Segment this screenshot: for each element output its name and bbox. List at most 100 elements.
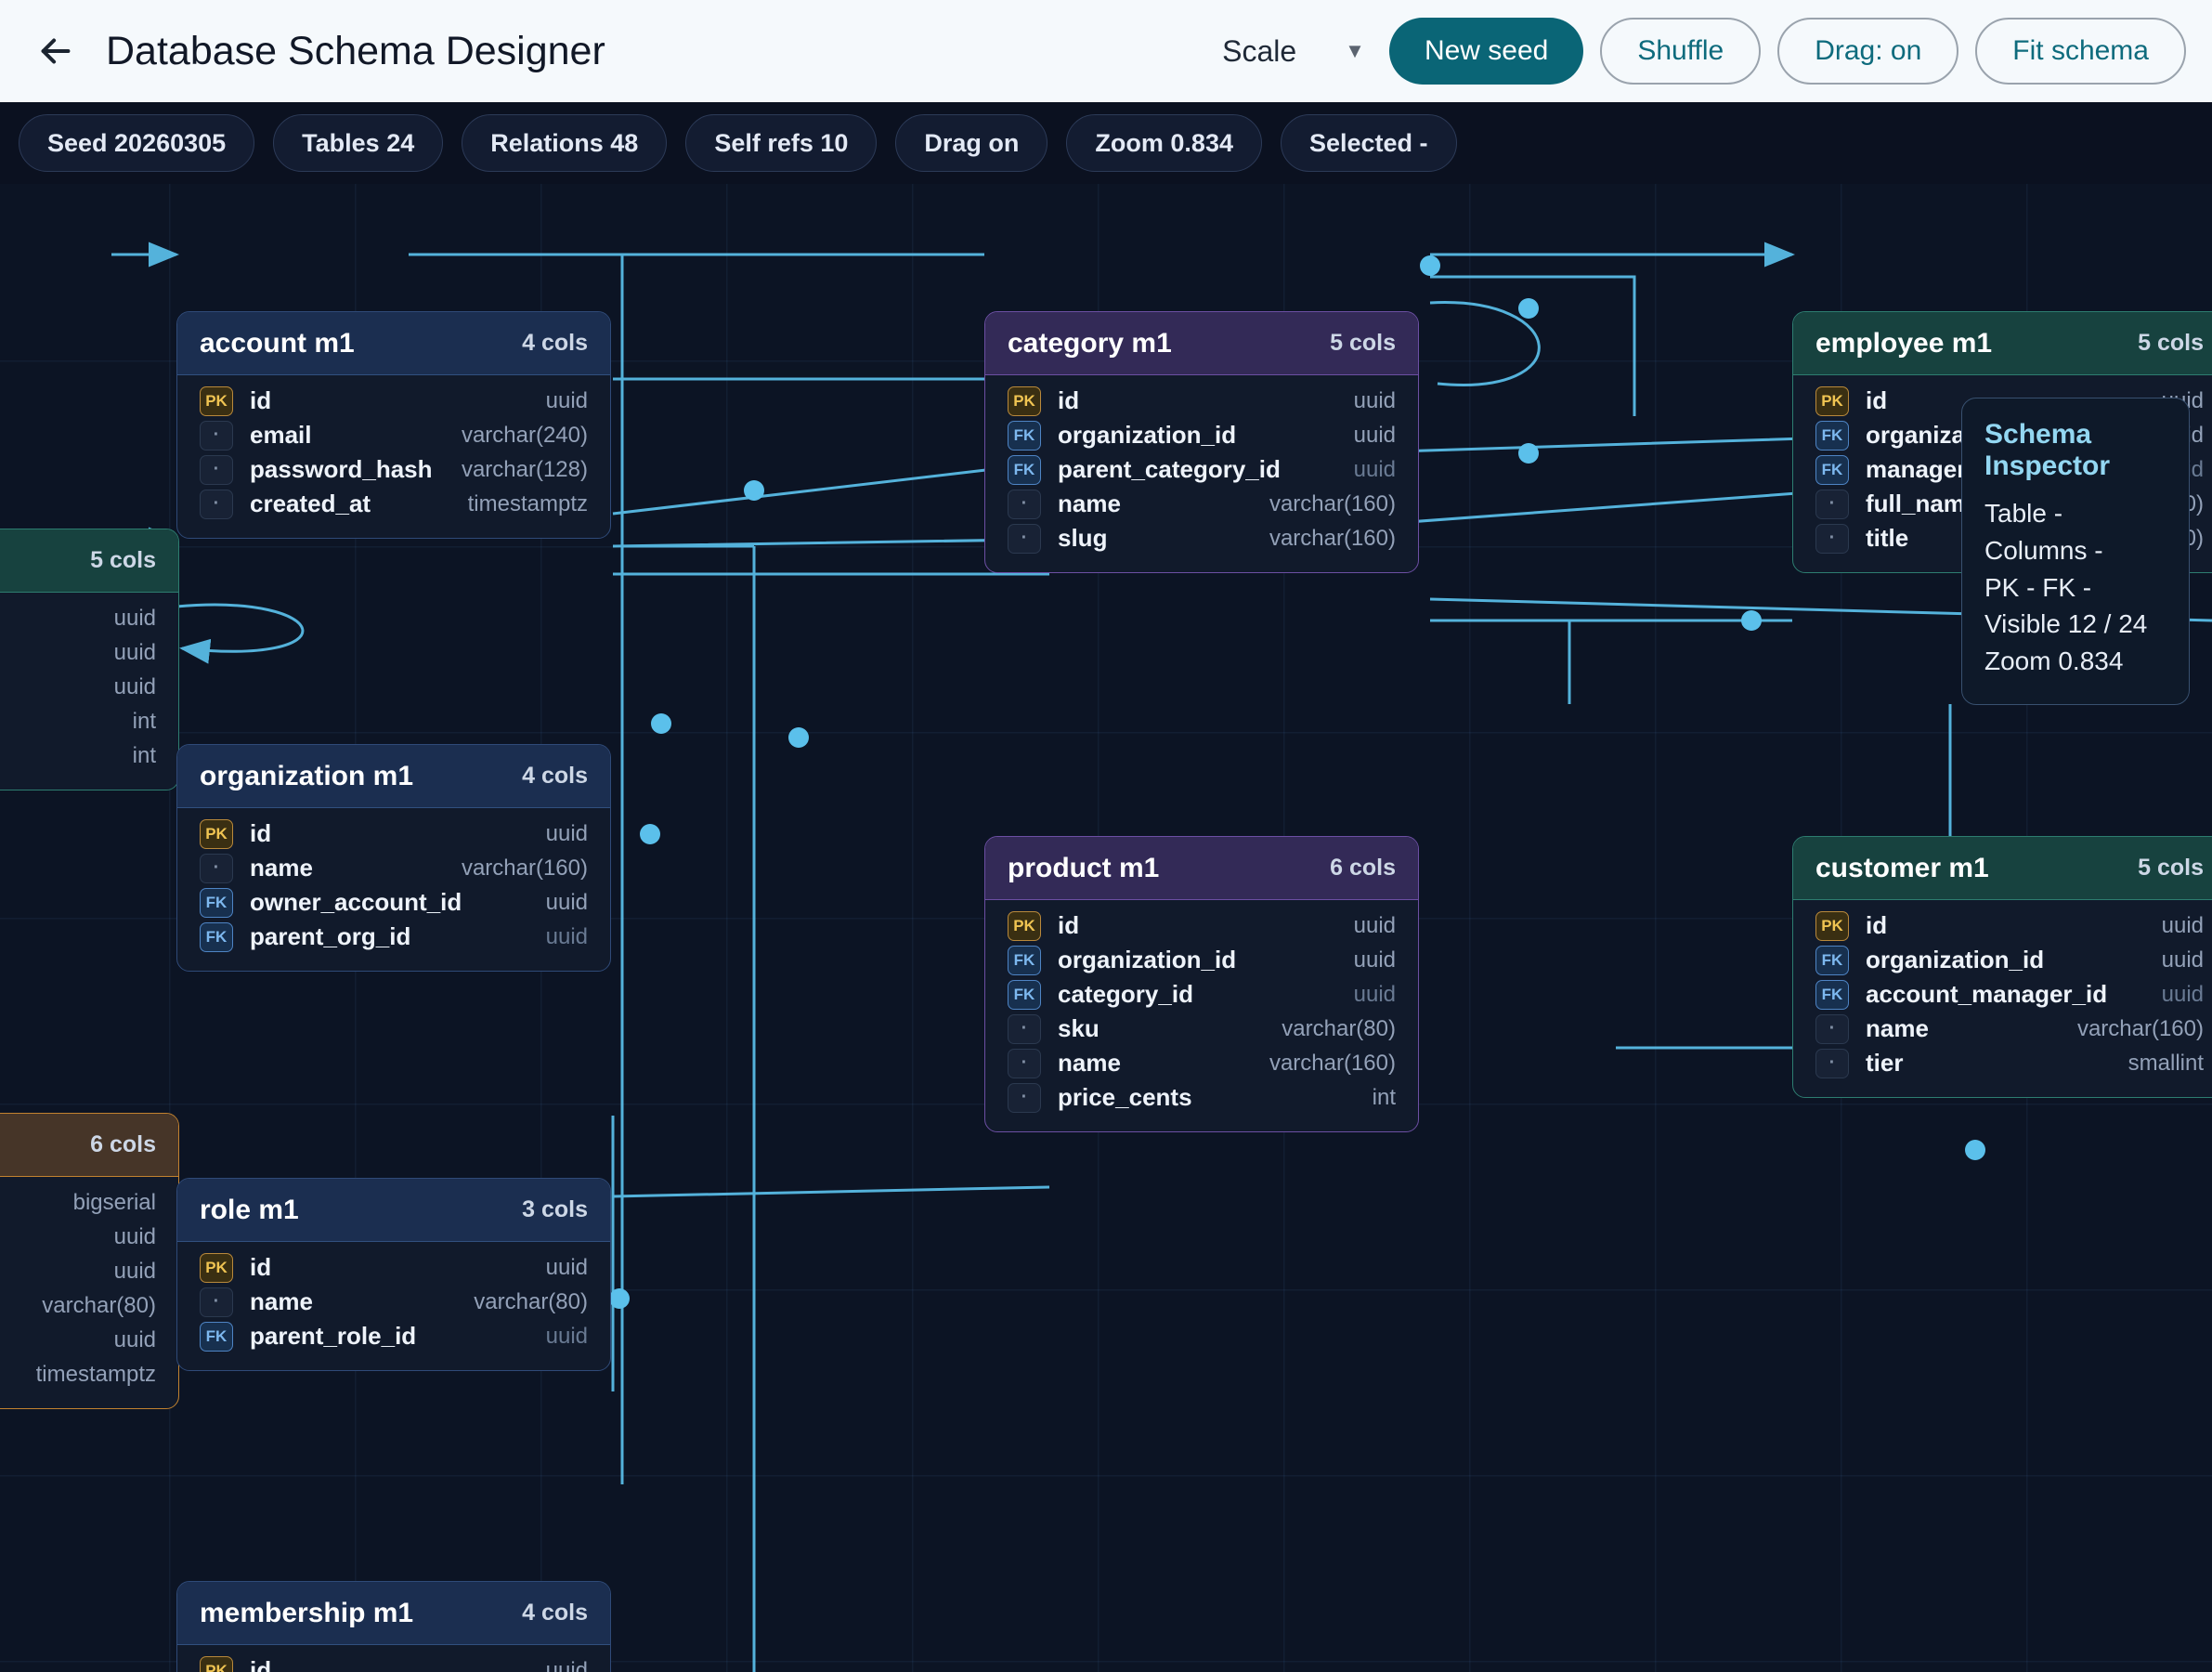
table-row[interactable]: ·uuid (0, 1323, 178, 1357)
status-chip[interactable]: Drag on (895, 114, 1048, 172)
column-name: name (250, 854, 313, 882)
table-row[interactable]: ·varchar(80) (0, 1288, 178, 1323)
table-row[interactable]: ·bigserial (0, 1185, 178, 1220)
table-row[interactable]: ·int (0, 704, 178, 738)
status-chip[interactable]: Tables 24 (273, 114, 444, 172)
table-card[interactable]: 5 cols·uuid·uuid·uuid·int·int (0, 529, 179, 790)
plain-column-icon: · (1008, 523, 1041, 554)
plain-column-icon: · (200, 454, 233, 485)
status-chip[interactable]: Seed 20260305 (19, 114, 255, 172)
primary-key-icon: PK (1008, 385, 1041, 416)
table-card-header[interactable]: 5 cols (0, 529, 178, 593)
scale-dropdown[interactable]: Scale ▼ (1205, 34, 1373, 69)
table-row[interactable]: ·uuid (0, 601, 178, 635)
table-column-count: 4 cols (522, 1600, 588, 1626)
table-row[interactable]: ·uuid (0, 1254, 178, 1288)
primary-key-icon: PK (200, 1252, 233, 1283)
inspector-line: Columns - (1984, 535, 2103, 565)
table-column-list: ·bigserial·uuid·uuid·varchar(80)·uuid·ti… (0, 1177, 178, 1408)
plain-column-icon: · (1815, 489, 1849, 519)
table-row[interactable]: ·uuid (0, 670, 178, 704)
shuffle-button[interactable]: Shuffle (1600, 18, 1762, 85)
plain-column-icon: · (200, 420, 233, 451)
status-chip[interactable]: Selected - (1280, 114, 1457, 172)
table-row[interactable]: ·uuid (0, 635, 178, 670)
fit-schema-button[interactable]: Fit schema (1975, 18, 2186, 85)
column-type: varchar(160) (1269, 525, 1396, 551)
back-button[interactable] (26, 21, 85, 81)
schema-inspector-panel: Schema Inspector Table -Columns -PK - FK… (1961, 398, 2190, 705)
table-card-header[interactable]: 6 cols (0, 1114, 178, 1177)
column-type: bigserial (72, 1189, 156, 1215)
column-type: uuid (1353, 387, 1396, 413)
status-chip[interactable]: Self refs 10 (685, 114, 878, 172)
column-name: id (1866, 911, 1888, 939)
drag-toggle-button[interactable]: Drag: on (1777, 18, 1959, 85)
table-row[interactable]: ·int (0, 738, 178, 773)
table-card[interactable]: 6 cols·bigserial·uuid·uuid·varchar(80)·u… (0, 1113, 179, 1409)
column-name: category_id (1058, 980, 1193, 1008)
table-name: customer m1 (1815, 852, 1989, 883)
table-row[interactable]: ·timestamptz (0, 1357, 178, 1391)
arrow-left-icon (41, 38, 71, 64)
status-chip[interactable]: Zoom 0.834 (1066, 114, 1262, 172)
column-type: uuid (1353, 456, 1396, 482)
column-type: uuid (113, 1326, 156, 1352)
column-type: uuid (545, 923, 588, 949)
new-seed-button[interactable]: New seed (1388, 18, 1584, 85)
foreign-key-icon: FK (1815, 454, 1849, 485)
column-type: uuid (545, 1323, 588, 1349)
table-row[interactable]: ·uuid (0, 1220, 178, 1254)
column-type: uuid (1353, 947, 1396, 973)
column-type: varchar(80) (1282, 1015, 1396, 1041)
column-name: id (250, 819, 272, 847)
column-name: email (250, 421, 312, 449)
status-chip[interactable]: Relations 48 (462, 114, 668, 172)
